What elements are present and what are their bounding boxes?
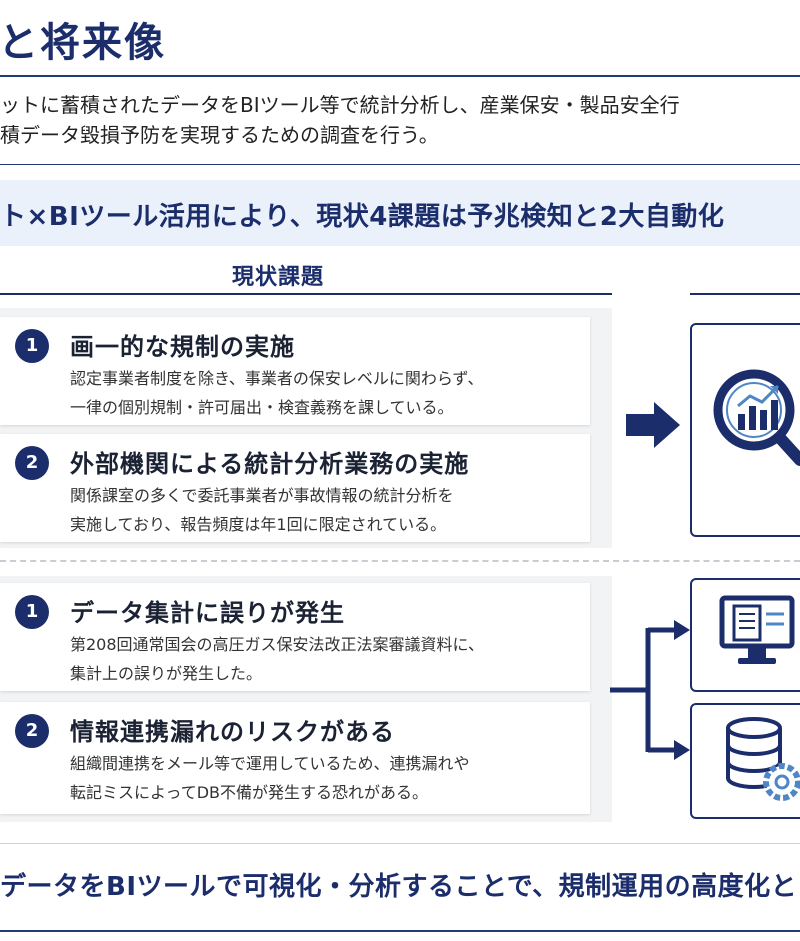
section-underline-left (0, 293, 612, 295)
issue-card: 2 外部機関による統計分析業務の実施 関係課室の多くで委託事業者が事故情報の統計… (0, 434, 590, 542)
issue-card: 1 データ集計に誤りが発生 第208回通常国会の高圧ガス保安法改正法案審議資料に… (0, 583, 590, 691)
issue-description-line: 組織間連携をメール等で運用しているため、連携漏れや (70, 754, 470, 773)
issue-description-line: 集計上の誤りが発生した。 (70, 664, 263, 683)
conclusion-text: データをBIツールで可視化・分析することで、規制運用の高度化と (0, 872, 798, 902)
issue-card: 1 画一的な規制の実施 認定事業者制度を除き、事業者の保安レベルに関わらず、 一… (0, 317, 590, 425)
monitor-document-icon (719, 595, 795, 664)
issue-description-line: 認定事業者制度を除き、事業者の保安レベルに関わらず、 (70, 369, 484, 388)
number-badge: 1 (15, 595, 49, 629)
intro-divider (0, 164, 800, 165)
summary-banner: ト×BIツール活用により、現状4課題は予兆検知と2大自動化 (0, 180, 800, 246)
issue-title: データ集計に誤りが発生 (70, 599, 345, 627)
issue-title: 外部機関による統計分析業務の実施 (70, 450, 470, 478)
intro-line-1: ットに蓄積されたデータをBIツール等で統計分析し、産業保安・製品安全行 (0, 93, 680, 117)
bottom-divider (0, 843, 800, 844)
issue-description: 認定事業者制度を除き、事業者の保安レベルに関わらず、 一律の個別規制・許可届出・… (70, 364, 483, 422)
issue-description-line: 関係課室の多くで委託事業者が事故情報の統計分析を (70, 486, 454, 505)
issue-description-line: 第208回通常国会の高圧ガス保安法改正法案審議資料に、 (70, 635, 485, 654)
issue-description-line: 転記ミスによってDB不備が発生する恐れがある。 (70, 783, 429, 802)
number-badge: 2 (15, 446, 49, 480)
issue-title: 画一的な規制の実施 (70, 333, 295, 361)
number-badge: 2 (15, 714, 49, 748)
section-title: 現状課題 (232, 265, 325, 290)
intro-text: ットに蓄積されたデータをBIツール等で統計分析し、産業保安・製品安全行 積データ… (0, 90, 680, 150)
section-underline-right (690, 293, 800, 295)
issue-description: 組織間連携をメール等で運用しているため、連携漏れや 転記ミスによってDB不備が発… (70, 749, 470, 807)
bottom-rule (0, 930, 800, 932)
issue-description-line: 実施しており、報告頻度は年1回に限定されている。 (70, 515, 447, 534)
page-title: と将来像 (0, 20, 166, 66)
database-gear-icon (726, 717, 800, 801)
issue-description-line: 一律の個別規制・許可届出・検査義務を課している。 (70, 398, 454, 417)
issue-description: 第208回通常国会の高圧ガス保安法改正法案審議資料に、 集計上の誤りが発生した。 (70, 630, 484, 688)
intro-line-2: 積データ毀損予防を実現するための調査を行う。 (0, 123, 439, 147)
magnifier-chart-icon (713, 369, 800, 466)
issue-title: 情報連携漏れのリスクがある (70, 718, 395, 746)
group-separator (0, 560, 800, 562)
title-divider (0, 75, 800, 77)
issue-description: 関係課室の多くで委託事業者が事故情報の統計分析を 実施しており、報告頻度は年1回… (70, 481, 454, 539)
number-badge: 1 (15, 329, 49, 363)
right-arrow-icon (626, 402, 680, 448)
banner-text: ト×BIツール活用により、現状4課題は予兆検知と2大自動化 (0, 202, 725, 232)
branch-connector (610, 620, 690, 760)
issue-card: 2 情報連携漏れのリスクがある 組織間連携をメール等で運用しているため、連携漏れ… (0, 702, 590, 814)
